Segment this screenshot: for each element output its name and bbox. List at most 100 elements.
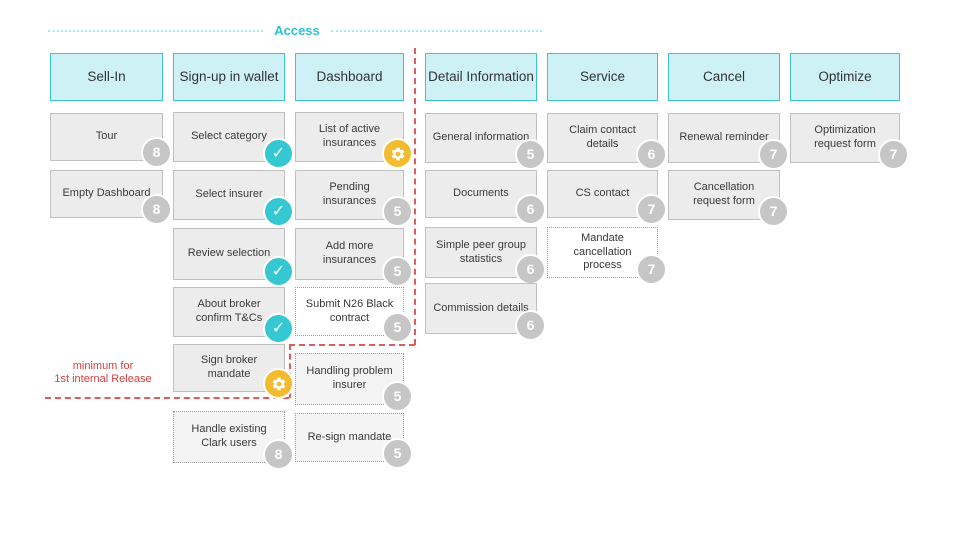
card-label: Claim contact details (569, 124, 636, 150)
done-check-badge: ✓ (263, 256, 294, 287)
card-simple-peer-group-statistics[interactable]: Simple peer group statistics 6 (425, 227, 546, 285)
access-lane-label: Access (274, 23, 320, 38)
effort-badge: 7 (758, 139, 789, 170)
card-submit-n26-black-contract[interactable]: Submit N26 Black contract 5 (295, 287, 413, 343)
effort-badge: 8 (263, 439, 294, 470)
column-title: Service (579, 68, 625, 84)
card-label: Simple peer group statistics (436, 238, 526, 265)
card-select-category[interactable]: Select category ✓ (173, 112, 294, 169)
done-check-badge: ✓ (263, 138, 294, 169)
column-title: Sell-In (87, 68, 126, 84)
card-label: CS contact (575, 187, 630, 200)
card-handle-existing-clark-users[interactable]: Handle existing Clark users 8 (173, 411, 294, 470)
card-pending-insurances[interactable]: Pending insurances 5 (295, 170, 413, 227)
card-label: Empty Dashboard (62, 187, 151, 200)
column-title: Cancel (702, 68, 746, 84)
card-label: Handling problem insurer (306, 365, 393, 391)
card-re-sign-mandate[interactable]: Re-sign mandate 5 (295, 413, 413, 469)
column-service: Service Claim contact details 6 CS conta… (547, 0, 667, 540)
in-progress-gear-badge (382, 138, 413, 169)
card-label: Review selection (187, 247, 271, 260)
card-sign-broker-mandate[interactable]: Sign broker mandate (173, 344, 294, 399)
column-dashboard: Dashboard List of active insurances Pend… (295, 0, 413, 540)
release-note: minimum for 1st internal Release (38, 360, 168, 386)
card-handling-problem-insurer[interactable]: Handling problem insurer 5 (295, 353, 413, 412)
column-title: Sign-up in wallet (179, 68, 279, 84)
release-boundary-line-step-side (289, 344, 291, 398)
column-detail-information: Detail Information General information 5… (425, 0, 546, 540)
card-commission-details[interactable]: Commission details 6 (425, 283, 546, 341)
effort-badge: 7 (878, 139, 909, 170)
card-label: Commission details (433, 301, 529, 314)
column-optimize: Optimize Optimization request form 7 (790, 0, 909, 540)
card-label: Re-sign mandate (307, 430, 392, 443)
card-empty-dashboard[interactable]: Empty Dashboard 8 (50, 170, 172, 225)
card-add-more-insurances[interactable]: Add more insurances 5 (295, 228, 413, 287)
column-title: Detail Information (428, 68, 534, 84)
card-label: Pending insurances (322, 181, 377, 207)
card-renewal-reminder[interactable]: Renewal reminder 7 (668, 113, 789, 170)
card-label: General information (432, 131, 530, 144)
card-label: Tour (95, 130, 118, 143)
effort-badge: 5 (382, 312, 413, 343)
check-icon: ✓ (271, 144, 286, 162)
card-label: Renewal reminder (679, 131, 769, 144)
done-check-badge: ✓ (263, 196, 294, 227)
check-icon: ✓ (271, 319, 286, 337)
effort-badge: 6 (515, 194, 546, 225)
card-label: Mandate cancellation process (573, 231, 632, 272)
column-header-sell-in[interactable]: Sell-In (50, 53, 163, 101)
column-cancel: Cancel Renewal reminder 7 Cancellation r… (668, 0, 789, 540)
card-cancellation-request-form[interactable]: Cancellation request form 7 (668, 170, 789, 227)
effort-badge: 5 (382, 256, 413, 287)
card-label: Select category (191, 130, 267, 143)
column-header-dashboard[interactable]: Dashboard (295, 53, 404, 101)
card-mandate-cancellation-process[interactable]: Mandate cancellation process 7 (547, 227, 667, 285)
column-header-sign-up-in-wallet[interactable]: Sign-up in wallet (173, 53, 285, 101)
access-lane-divider-right (331, 30, 542, 32)
column-sign-up-in-wallet: Sign-up in wallet Select category ✓ Sele… (173, 0, 294, 540)
column-header-detail-information[interactable]: Detail Information (425, 53, 537, 101)
gear-icon (272, 377, 285, 390)
release-note-line1: minimum for (72, 360, 134, 372)
card-label: Submit N26 Black contract (305, 297, 394, 324)
effort-badge: 8 (141, 137, 172, 168)
column-sell-in: Sell-In Tour 8 Empty Dashboard 8 (50, 0, 172, 540)
effort-badge: 6 (636, 139, 667, 170)
card-about-broker-confirm-tcs[interactable]: About broker confirm T&Cs ✓ (173, 287, 294, 344)
card-label: Sign broker mandate (200, 354, 258, 380)
card-cs-contact[interactable]: CS contact 7 (547, 170, 667, 225)
effort-badge: 7 (636, 254, 667, 285)
effort-badge: 5 (382, 196, 413, 227)
card-select-insurer[interactable]: Select insurer ✓ (173, 170, 294, 227)
effort-badge: 7 (758, 196, 789, 227)
column-title: Dashboard (316, 68, 383, 84)
check-icon: ✓ (271, 262, 286, 280)
card-label: List of active insurances (318, 123, 381, 149)
card-label: Documents (453, 187, 509, 200)
effort-badge: 7 (636, 194, 667, 225)
gear-icon (391, 147, 404, 160)
effort-badge: 5 (382, 438, 413, 469)
effort-badge: 5 (515, 139, 546, 170)
card-claim-contact-details[interactable]: Claim contact details 6 (547, 113, 667, 170)
card-list-of-active-insurances[interactable]: List of active insurances (295, 112, 413, 169)
access-lane-divider-left (48, 30, 263, 32)
column-header-service[interactable]: Service (547, 53, 658, 101)
card-general-information[interactable]: General information 5 (425, 113, 546, 170)
card-optimization-request-form[interactable]: Optimization request form 7 (790, 113, 909, 170)
release-boundary-line-vertical (414, 48, 416, 345)
card-label: Optimization request form (814, 124, 876, 150)
card-label: Select insurer (195, 188, 263, 201)
check-icon: ✓ (271, 202, 286, 220)
column-header-optimize[interactable]: Optimize (790, 53, 900, 101)
card-tour[interactable]: Tour 8 (50, 113, 172, 168)
card-documents[interactable]: Documents 6 (425, 170, 546, 225)
effort-badge: 6 (515, 310, 546, 341)
in-progress-gear-badge (263, 368, 294, 399)
column-header-cancel[interactable]: Cancel (668, 53, 780, 101)
card-label: Handle existing Clark users (191, 423, 267, 449)
card-label: Add more insurances (322, 240, 377, 266)
card-review-selection[interactable]: Review selection ✓ (173, 228, 294, 287)
